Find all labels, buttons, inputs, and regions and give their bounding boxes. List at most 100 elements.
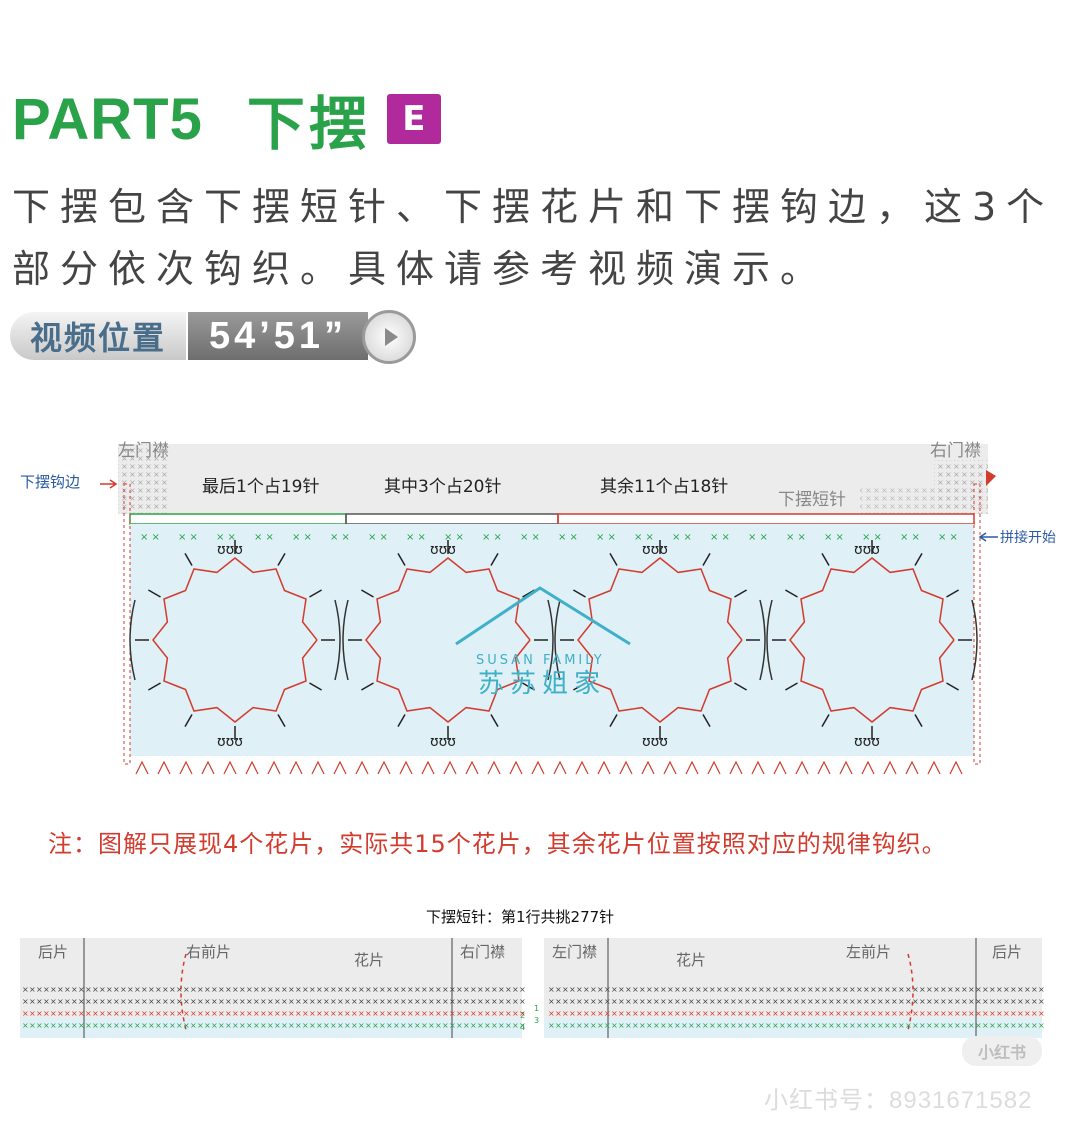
svg-text:ʊʊʊ: ʊʊʊ xyxy=(217,542,243,558)
svg-text:×: × xyxy=(330,1021,337,1030)
svg-text:×: × xyxy=(646,997,653,1006)
svg-text:×: × xyxy=(625,1021,632,1030)
section-rest-label: 其余11个占18针 xyxy=(600,477,728,497)
svg-text:×: × xyxy=(751,1009,758,1018)
svg-text:×: × xyxy=(583,985,590,994)
svg-text:×: × xyxy=(71,985,78,994)
svg-text:×: × xyxy=(702,985,709,994)
svg-text:×: × xyxy=(106,985,113,994)
svg-text:×: × xyxy=(421,1021,428,1030)
svg-text:×: × xyxy=(891,997,898,1006)
svg-text:×: × xyxy=(379,997,386,1006)
part-number: PART5 xyxy=(12,86,203,152)
svg-text:×: × xyxy=(484,997,491,1006)
svg-text:×: × xyxy=(891,985,898,994)
svg-text:×: × xyxy=(884,985,891,994)
svg-text:×: × xyxy=(36,1009,43,1018)
svg-text:×: × xyxy=(463,985,470,994)
section-badge: E xyxy=(386,94,441,144)
svg-text:×: × xyxy=(681,985,688,994)
svg-text:×: × xyxy=(947,1009,954,1018)
svg-text:×: × xyxy=(470,1021,477,1030)
svg-text:×: × xyxy=(470,997,477,1006)
svg-text:×: × xyxy=(421,985,428,994)
svg-text:×: × xyxy=(835,1009,842,1018)
svg-text:×: × xyxy=(793,1021,800,1030)
svg-text:×: × xyxy=(169,997,176,1006)
svg-text:×: × xyxy=(344,1009,351,1018)
svg-text:×: × xyxy=(611,1021,618,1030)
svg-text:×: × xyxy=(891,1009,898,1018)
svg-text:×: × xyxy=(470,985,477,994)
svg-text:×: × xyxy=(190,997,197,1006)
svg-text:×: × xyxy=(246,985,253,994)
svg-text:×: × xyxy=(968,1009,975,1018)
svg-text:×: × xyxy=(155,985,162,994)
svg-text:×: × xyxy=(260,997,267,1006)
svg-text:×: × xyxy=(604,997,611,1006)
svg-text:×: × xyxy=(786,997,793,1006)
svg-text:×: × xyxy=(274,1021,281,1030)
svg-text:× ×: × × xyxy=(938,532,958,543)
svg-text:×: × xyxy=(800,1009,807,1018)
svg-text:× ×: × × xyxy=(482,532,502,543)
svg-text:×: × xyxy=(323,1021,330,1030)
svg-text:×: × xyxy=(442,1009,449,1018)
svg-text:×: × xyxy=(302,1021,309,1030)
svg-text:×: × xyxy=(576,1009,583,1018)
svg-text:×: × xyxy=(597,1021,604,1030)
svg-text:×: × xyxy=(863,1009,870,1018)
svg-text:×: × xyxy=(639,997,646,1006)
svg-text:×: × xyxy=(765,985,772,994)
svg-text:×: × xyxy=(639,1009,646,1018)
svg-text:×: × xyxy=(842,1009,849,1018)
svg-text:×: × xyxy=(155,1021,162,1030)
svg-text:×: × xyxy=(267,997,274,1006)
svg-text:×: × xyxy=(260,1021,267,1030)
svg-text:×: × xyxy=(667,985,674,994)
svg-text:×: × xyxy=(449,1021,456,1030)
svg-text:×: × xyxy=(989,1009,996,1018)
svg-text:×: × xyxy=(225,997,232,1006)
video-position-bar[interactable]: 视频位置 54’51” xyxy=(10,310,416,364)
svg-text:×: × xyxy=(64,985,71,994)
svg-text:×: × xyxy=(512,1021,519,1030)
svg-text:×: × xyxy=(772,1021,779,1030)
svg-text:×: × xyxy=(428,1021,435,1030)
svg-text:×: × xyxy=(183,985,190,994)
svg-text:×: × xyxy=(386,985,393,994)
play-icon[interactable] xyxy=(362,310,416,364)
svg-text:×: × xyxy=(491,997,498,1006)
svg-text:×: × xyxy=(982,997,989,1006)
row-number: 2 xyxy=(520,1011,525,1020)
svg-text:×: × xyxy=(730,1009,737,1018)
svg-text:×: × xyxy=(569,1021,576,1030)
svg-text:×: × xyxy=(954,997,961,1006)
svg-text:×: × xyxy=(590,1009,597,1018)
svg-text:×: × xyxy=(870,985,877,994)
svg-text:×: × xyxy=(625,997,632,1006)
svg-text:×: × xyxy=(169,1021,176,1030)
svg-text:×: × xyxy=(961,997,968,1006)
svg-text:×: × xyxy=(793,985,800,994)
svg-text:×: × xyxy=(246,1021,253,1030)
svg-text:×: × xyxy=(751,985,758,994)
svg-text:×: × xyxy=(856,1009,863,1018)
svg-text:×: × xyxy=(204,1009,211,1018)
svg-text:×: × xyxy=(800,1021,807,1030)
svg-text:×: × xyxy=(190,985,197,994)
svg-text:×: × xyxy=(78,1009,85,1018)
svg-text:×: × xyxy=(814,997,821,1006)
svg-text:×: × xyxy=(344,997,351,1006)
svg-text:×: × xyxy=(821,1021,828,1030)
svg-text:×: × xyxy=(604,985,611,994)
label-right-placket: 右门襟 xyxy=(460,943,505,961)
svg-text:×: × xyxy=(835,1021,842,1030)
svg-text:×: × xyxy=(856,997,863,1006)
svg-text:×: × xyxy=(470,1009,477,1018)
svg-text:×: × xyxy=(807,1009,814,1018)
svg-text:×: × xyxy=(898,985,905,994)
svg-text:×: × xyxy=(597,997,604,1006)
svg-text:×: × xyxy=(779,997,786,1006)
svg-text:×: × xyxy=(639,1021,646,1030)
